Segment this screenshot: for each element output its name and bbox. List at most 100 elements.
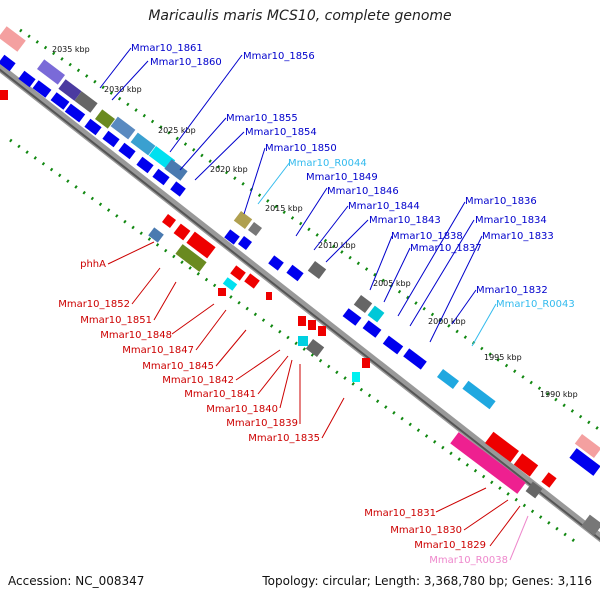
gene-block <box>175 244 207 272</box>
gene-block <box>362 320 382 338</box>
gene-block <box>244 273 260 289</box>
gene-label: Mmar10_1835 <box>248 433 320 444</box>
gene-block <box>222 277 238 291</box>
gene-block <box>318 326 326 336</box>
kbp-tick-label: 1995 kbp <box>484 353 522 362</box>
gene-label: Mmar10_1861 <box>131 43 203 54</box>
gene-label: Mmar10_1856 <box>243 51 315 62</box>
gene-label: Mmar10_1839 <box>226 418 298 429</box>
gene-label: Mmar10_1852 <box>58 299 130 310</box>
gene-label: Mmar10_1849 <box>306 172 378 183</box>
gene-block <box>574 433 600 459</box>
gene-label: Mmar10_1829 <box>414 540 486 551</box>
accession-text: Accession: NC_008347 <box>8 574 145 588</box>
gene-block <box>0 26 26 52</box>
gene-block <box>342 308 362 326</box>
gene-label: Mmar10_1855 <box>226 113 298 124</box>
gene-block <box>513 453 539 477</box>
gene-block <box>130 132 156 156</box>
gene-label: Mmar10_1851 <box>80 315 152 326</box>
gene-block <box>233 210 253 230</box>
gene-block <box>161 213 177 229</box>
gene-block <box>450 432 526 494</box>
gene-block <box>266 292 272 300</box>
gene-label: Mmar10_1846 <box>327 186 399 197</box>
gene-block <box>462 380 496 410</box>
gene-block <box>110 116 136 140</box>
gene-block <box>84 118 102 136</box>
gene-block <box>437 368 459 390</box>
gene-block <box>186 231 216 259</box>
gene-block <box>152 168 170 186</box>
gene-label: Mmar10_1854 <box>245 127 317 138</box>
gene-block <box>367 305 385 323</box>
gene-block <box>58 79 82 101</box>
gene-block <box>32 80 52 98</box>
gene-block <box>170 181 186 197</box>
gene-block <box>136 156 154 174</box>
gene-block <box>74 91 98 113</box>
trna-label-leader <box>471 303 497 347</box>
gene-block <box>569 448 600 476</box>
gene-block <box>64 103 86 123</box>
map-title: Maricaulis maris MCS10, complete genome <box>148 8 452 24</box>
gene-block <box>305 338 325 358</box>
gene-label: Mmar10_1832 <box>476 285 548 296</box>
gene-block <box>286 264 304 282</box>
gene-block <box>247 221 263 237</box>
gene-label: Mmar10_1837 <box>410 243 482 254</box>
gene-block <box>118 142 136 160</box>
gene-block <box>525 481 543 499</box>
gene-label: Mmar10_1841 <box>184 389 256 400</box>
reverse-label-leaders <box>107 241 521 547</box>
gene-block <box>173 223 191 241</box>
genome-backbone <box>0 62 600 543</box>
gene-label: Mmar10_1847 <box>122 345 194 356</box>
gene-block <box>164 159 188 181</box>
gene-block <box>352 372 360 382</box>
gene-block <box>102 130 120 148</box>
gene-label: Mmar10_1831 <box>364 508 436 519</box>
gene-block <box>298 336 308 346</box>
gene-label: Mmar10_1850 <box>265 143 337 154</box>
gene-label: Mmar10_1848 <box>100 330 172 341</box>
kbp-tick-label: 2015 kbp <box>265 204 303 213</box>
gene-block <box>403 348 427 370</box>
rrna-label-leader <box>509 515 529 561</box>
gene-label: Mmar10_1844 <box>348 201 420 212</box>
gene-block <box>37 59 65 85</box>
genome-backbone-inner <box>0 68 600 541</box>
gene-block <box>95 109 115 129</box>
gene-label: Mmar10_1845 <box>142 361 214 372</box>
gene-block <box>485 431 519 463</box>
gene-block <box>298 316 306 326</box>
gene-block <box>307 260 327 280</box>
kbp-tick-label: 2020 kbp <box>210 165 248 174</box>
gene-label: Mmar10_R0038 <box>429 555 508 566</box>
gene-block <box>268 255 284 271</box>
kbp-tick-label: 2005 kbp <box>373 279 411 288</box>
gene-label: Mmar10_1842 <box>162 375 234 386</box>
gene-block <box>148 227 164 243</box>
gene-label: phhA <box>80 259 106 270</box>
kbp-tick-label: 2010 kbp <box>318 241 356 250</box>
kbp-tick-label: 2000 kbp <box>428 317 466 326</box>
gene-label: Mmar10_1833 <box>482 231 554 242</box>
gene-block <box>224 229 240 245</box>
trna-label-leader <box>257 161 291 205</box>
gene-label: Mmar10_1843 <box>369 215 441 226</box>
gene-block <box>581 514 600 536</box>
gene-label: Mmar10_1860 <box>150 57 222 68</box>
gene-block <box>218 288 226 296</box>
gene-label: Mmar10_R0044 <box>288 158 367 169</box>
gene-label: Mmar10_1836 <box>465 196 537 207</box>
gene-label: Mmar10_1838 <box>391 231 463 242</box>
kbp-tick-label: 2035 kbp <box>52 45 90 54</box>
gene-label: Mmar10_R0043 <box>496 299 575 310</box>
forward-label-leaders <box>99 47 483 343</box>
gene-block <box>0 90 8 100</box>
gene-block <box>237 235 253 251</box>
gene-block <box>382 335 404 355</box>
gene-block <box>353 294 373 314</box>
